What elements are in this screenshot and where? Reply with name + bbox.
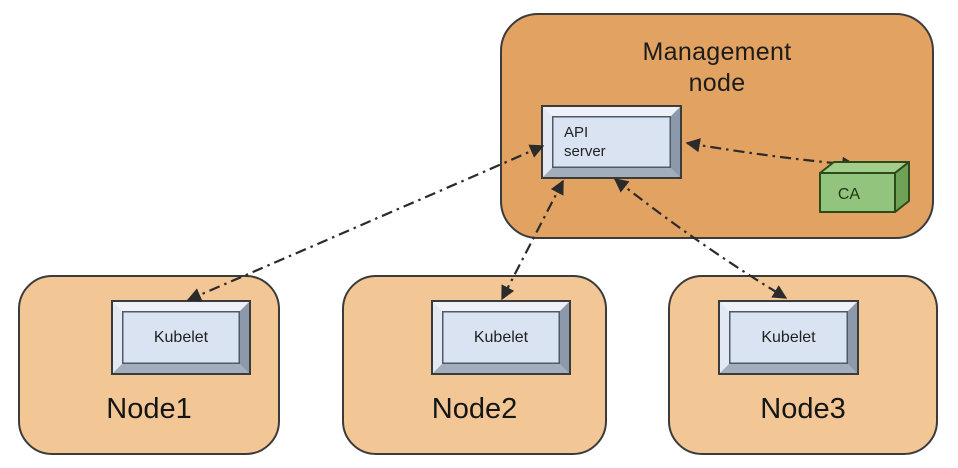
api-server-label-line1: API bbox=[564, 123, 589, 141]
api-server-label-line2: server bbox=[564, 143, 606, 160]
kubelet-node2-label: Kubelet bbox=[473, 328, 529, 346]
kubelet-node3-label: Kubelet bbox=[761, 328, 816, 346]
management-node-title: Management node bbox=[502, 37, 932, 98]
kubelet-node1-box: Kubelet bbox=[113, 302, 249, 373]
api-server-box: API server bbox=[543, 107, 680, 177]
kubelet-node3-box: Kubelet bbox=[720, 302, 857, 373]
node3-label: Node3 bbox=[760, 393, 846, 425]
node1-label: Node1 bbox=[106, 393, 192, 425]
management-node-title-line2: node bbox=[688, 68, 746, 97]
node2-label: Node2 bbox=[431, 393, 518, 425]
api-server-label: API server bbox=[552, 123, 606, 162]
kubelet-node2-box: Kubelet bbox=[433, 302, 569, 373]
management-node-title-line1: Management bbox=[642, 38, 792, 66]
kubelet-node1-label: Kubelet bbox=[153, 328, 209, 346]
